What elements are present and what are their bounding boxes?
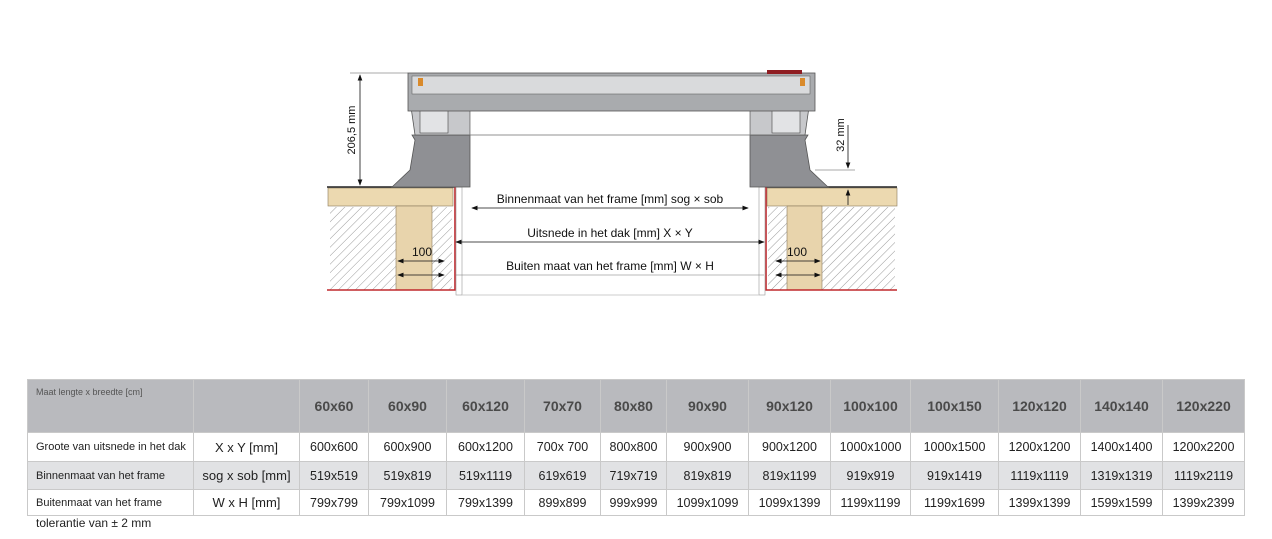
table-cell: 519x819 bbox=[368, 461, 447, 490]
table-cell: 619x619 bbox=[524, 461, 601, 490]
table-cell: 1400x1400 bbox=[1080, 432, 1163, 462]
header-size-60x120: 60x120 bbox=[446, 379, 525, 433]
table-cell: 1119x1119 bbox=[998, 461, 1081, 490]
table-cell: 700x 700 bbox=[524, 432, 601, 462]
table-cell: 600x1200 bbox=[446, 432, 525, 462]
flange-dimension-label: 32 mm bbox=[835, 118, 847, 152]
table-cell: 519x519 bbox=[299, 461, 369, 490]
roof-deck-left bbox=[327, 187, 454, 207]
table-cell: 1099x1399 bbox=[748, 489, 831, 516]
row-label: Buitenmaat van het frame bbox=[27, 489, 194, 516]
insulation-left-inner bbox=[432, 207, 452, 290]
finish-line-left bbox=[327, 187, 456, 291]
outer-dimension-label: Buiten maat van het frame [mm] W × H bbox=[506, 259, 714, 273]
table-cell: 519x1119 bbox=[446, 461, 525, 490]
table-cell: 1599x1599 bbox=[1080, 489, 1163, 516]
red-seal bbox=[767, 70, 802, 74]
table-cell: 800x800 bbox=[600, 432, 667, 462]
header-size-60x90: 60x90 bbox=[368, 379, 447, 433]
insulation-right-outer bbox=[822, 207, 895, 290]
header-size-140x140: 140x140 bbox=[1080, 379, 1163, 433]
table-cell: 919x919 bbox=[830, 461, 911, 490]
header-label: Maat lengte x breedte [cm] bbox=[27, 379, 194, 433]
header-size-100x150: 100x150 bbox=[910, 379, 999, 433]
upstand-left bbox=[390, 134, 471, 188]
table-cell: 600x600 bbox=[299, 432, 369, 462]
table-cell: 799x799 bbox=[299, 489, 369, 516]
table-cell: 799x1099 bbox=[368, 489, 447, 516]
header-size-100x100: 100x100 bbox=[830, 379, 911, 433]
table-cell: 799x1399 bbox=[446, 489, 525, 516]
beam-left-label: 100 bbox=[412, 245, 432, 259]
row-unit: sog x sob [mm] bbox=[193, 461, 300, 490]
table-cell: 1119x2119 bbox=[1162, 461, 1245, 490]
table-cell: 900x1200 bbox=[748, 432, 831, 462]
row-label: Binnenmaat van het frame bbox=[27, 461, 194, 490]
insulation-left-outer bbox=[330, 207, 396, 290]
inner-opening bbox=[469, 109, 751, 136]
table-cell: 1000x1000 bbox=[830, 432, 911, 462]
cutout-dimension-label: Uitsnede in het dak [mm] X × Y bbox=[527, 226, 693, 240]
tolerance-note: tolerantie van ± 2 mm bbox=[36, 516, 152, 530]
table-cell: 1199x1199 bbox=[830, 489, 911, 516]
table-cell: 900x900 bbox=[666, 432, 749, 462]
height-dimension-label: 206,5 mm bbox=[346, 106, 358, 155]
table-cell: 600x900 bbox=[368, 432, 447, 462]
table-cell: 899x899 bbox=[524, 489, 601, 516]
insulation-right-inner bbox=[768, 207, 787, 290]
upstand-right bbox=[749, 134, 830, 188]
finish-line-right bbox=[765, 187, 897, 291]
table-cell: 1399x1399 bbox=[998, 489, 1081, 516]
table-cell: 1000x1500 bbox=[910, 432, 999, 462]
row-unit: X x Y [mm] bbox=[193, 432, 300, 462]
table-cell: 999x999 bbox=[600, 489, 667, 516]
table-cell: 919x1419 bbox=[910, 461, 999, 490]
header-unit-cell bbox=[193, 379, 300, 433]
header-size-120x220: 120x220 bbox=[1162, 379, 1245, 433]
header-size-60x60: 60x60 bbox=[299, 379, 369, 433]
inner-dimension-label: Binnenmaat van het frame [mm] sog × sob bbox=[497, 192, 724, 206]
header-size-70x70: 70x70 bbox=[524, 379, 601, 433]
table-cell: 1399x2399 bbox=[1162, 489, 1245, 516]
skylight-section-drawing: 206,5 mm 32 mm Binnenmaat van het frame … bbox=[327, 70, 898, 296]
table-cell: 1319x1319 bbox=[1080, 461, 1163, 490]
table-cell: 1199x1699 bbox=[910, 489, 999, 516]
beam-right-label: 100 bbox=[787, 245, 807, 259]
header-size-80x80: 80x80 bbox=[600, 379, 667, 433]
header-size-90x120: 90x120 bbox=[748, 379, 831, 433]
table-cell: 819x1199 bbox=[748, 461, 831, 490]
table-cell: 1200x2200 bbox=[1162, 432, 1245, 462]
row-label: Groote van uitsnede in het dak bbox=[27, 432, 194, 462]
roof-deck-right bbox=[766, 187, 898, 207]
row-unit: W x H [mm] bbox=[193, 489, 300, 516]
table-cell: 1200x1200 bbox=[998, 432, 1081, 462]
table-cell: 719x719 bbox=[600, 461, 667, 490]
header-size-90x90: 90x90 bbox=[666, 379, 749, 433]
table-cell: 819x819 bbox=[666, 461, 749, 490]
header-size-120x120: 120x120 bbox=[998, 379, 1081, 433]
table-cell: 1099x1099 bbox=[666, 489, 749, 516]
